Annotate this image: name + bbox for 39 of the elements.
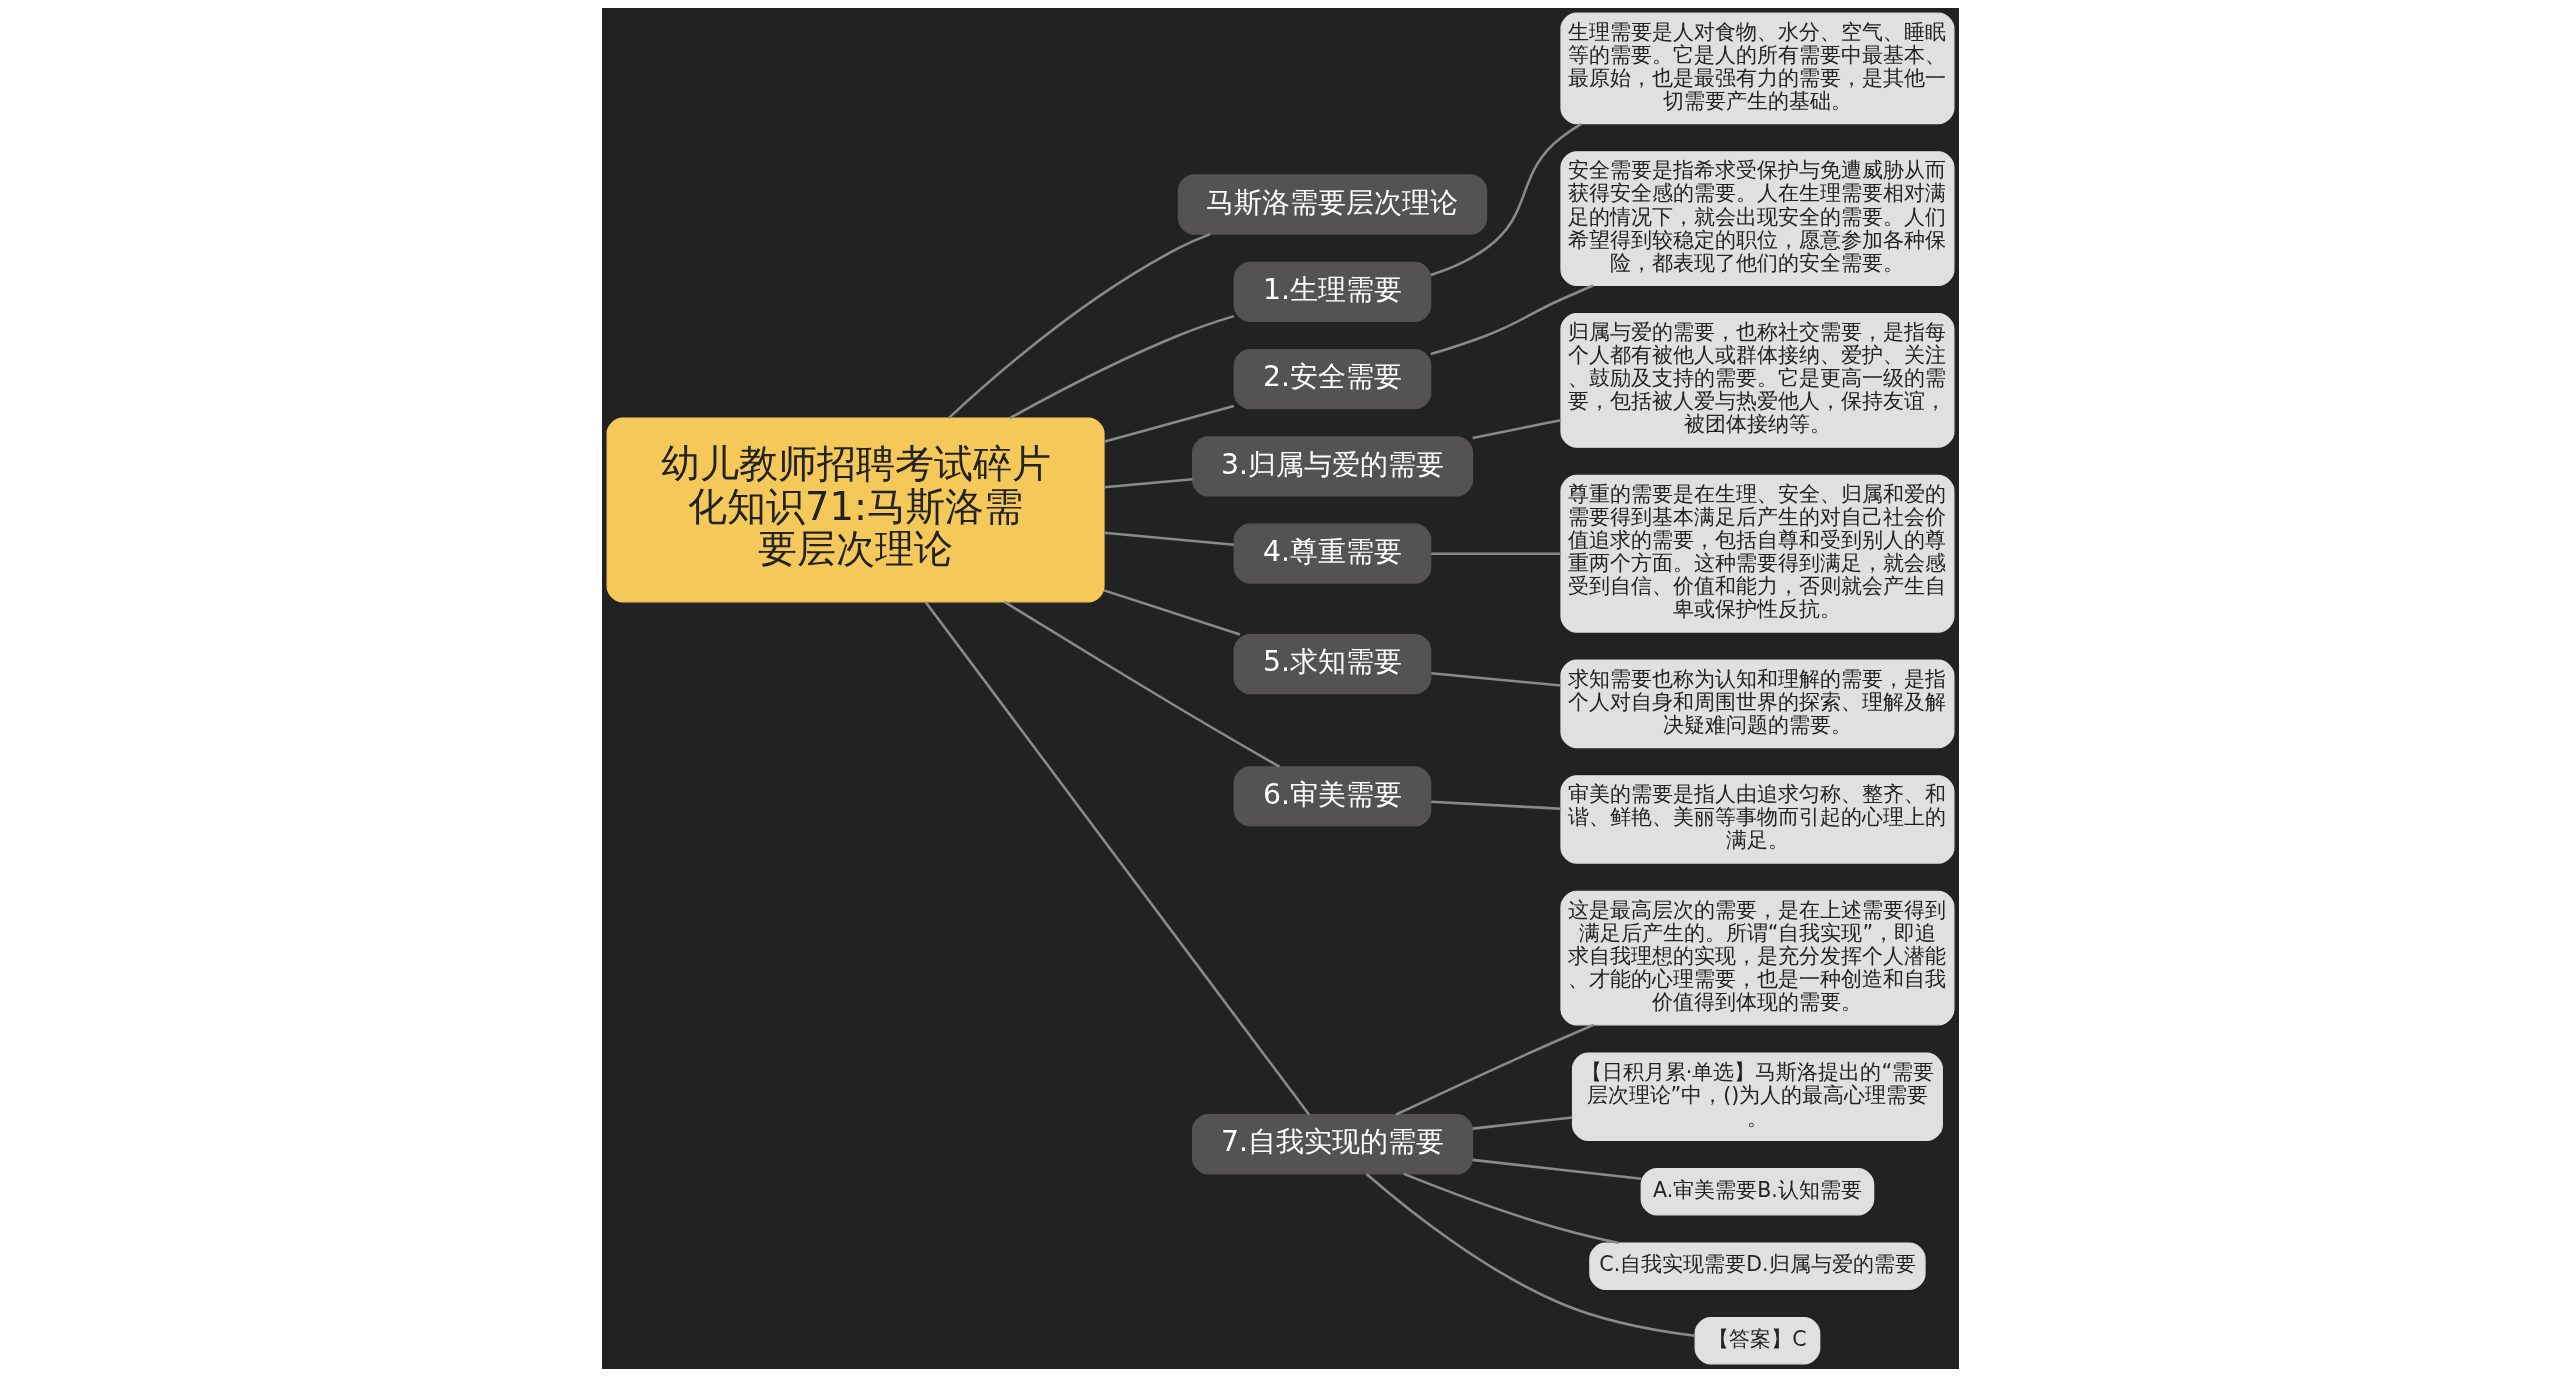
node-box: 6.审美需要 bbox=[1233, 766, 1431, 827]
connector bbox=[1008, 314, 1234, 420]
node-box: 3.归属与爱的需要 bbox=[1191, 436, 1473, 497]
node-box: 这是最高层次的需要，是在上述需要得到满足后产生的。所谓“自我实现”，即追求自我理想的实现，是充分发挥个人潜能、才能的心理需要，也是一种创造和自我价值得到体现的需要。 bbox=[1559, 890, 1954, 1026]
node-box: 【日积月累·单选】马斯洛提出的“需要层次理论”中，()为人的最高心理需要。 bbox=[1571, 1052, 1943, 1142]
node-box: C.自我实现需要D.归属与爱的需要 bbox=[1588, 1242, 1926, 1290]
connector bbox=[947, 232, 1211, 420]
connector bbox=[1402, 1172, 1619, 1245]
node-box: 2.安全需要 bbox=[1233, 348, 1431, 410]
connector bbox=[1103, 404, 1234, 444]
node-box: 7.自我实现的需要 bbox=[1191, 1114, 1473, 1175]
node-box: 求知需要也称为认知和理解的需要，是指个人对自身和周围世界的探索、理解及解决疑难问题的需要。 bbox=[1559, 659, 1954, 749]
node-box: 审美的需要是指人由追求匀称、整齐、和谐、鲜艳、美丽等事物而引起的心理上的满足。 bbox=[1559, 775, 1954, 864]
connector bbox=[1365, 1173, 1695, 1337]
node-box: 归属与爱的需要，也称社交需要，是指每个人都有被他人或群体接纳、爱护、关注、鼓励及支持的需要。它是更高一级的需要，包括被人爱与热爱他人，保持友谊，被团体接纳等。 bbox=[1559, 313, 1954, 448]
node-box: 5.求知需要 bbox=[1233, 633, 1431, 695]
node-box: 马斯洛需要层次理论 bbox=[1177, 174, 1487, 235]
node-box: 1.生理需要 bbox=[1233, 261, 1431, 322]
node-box: 安全需要是指希求受保护与免遭威胁从而获得安全感的需要。人在生理需要相对满足的情况下，就会出现安全的需要。人们希望得到较稳定的职位，愿意参加各种保险，都表现了他们的安全需要。 bbox=[1559, 151, 1954, 286]
connector bbox=[1471, 418, 1561, 440]
connector bbox=[1430, 122, 1582, 277]
node-box: 尊重的需要是在生理、安全、归属和爱的需要得到基本满足后产生的对自己社会价值追求的需要，包括自尊和受到别人的尊重两个方面。这种需要得到满足，就会感受到自信、价值和能力，否则就会产生自卑或保护性反抗。 bbox=[1559, 474, 1954, 633]
connector bbox=[1103, 531, 1234, 546]
connector bbox=[1430, 800, 1561, 811]
node-box: A.审美需要B.认知需要 bbox=[1640, 1168, 1874, 1216]
connector bbox=[1103, 589, 1240, 636]
node-box: 幼儿教师招聘考试碎片化知识71:马斯洛需要层次理论 bbox=[606, 417, 1105, 603]
node-box: 4.尊重需要 bbox=[1233, 523, 1431, 584]
connector bbox=[1003, 600, 1280, 768]
node-box: 生理需要是人对食物、水分、空气、睡眠等的需要。它是人的所有需要中最基本、最原始，也是最强有力的需要，是其他一切需要产生的基础。 bbox=[1559, 12, 1954, 125]
connector bbox=[1395, 1023, 1594, 1116]
connector bbox=[1429, 284, 1593, 356]
node-box: 【答案】C bbox=[1694, 1316, 1820, 1365]
connector bbox=[1472, 1116, 1572, 1130]
connector bbox=[1103, 477, 1193, 489]
connector bbox=[1430, 672, 1561, 687]
connector bbox=[924, 601, 1310, 1116]
connector bbox=[1472, 1158, 1641, 1181]
connector bbox=[1430, 552, 1561, 555]
